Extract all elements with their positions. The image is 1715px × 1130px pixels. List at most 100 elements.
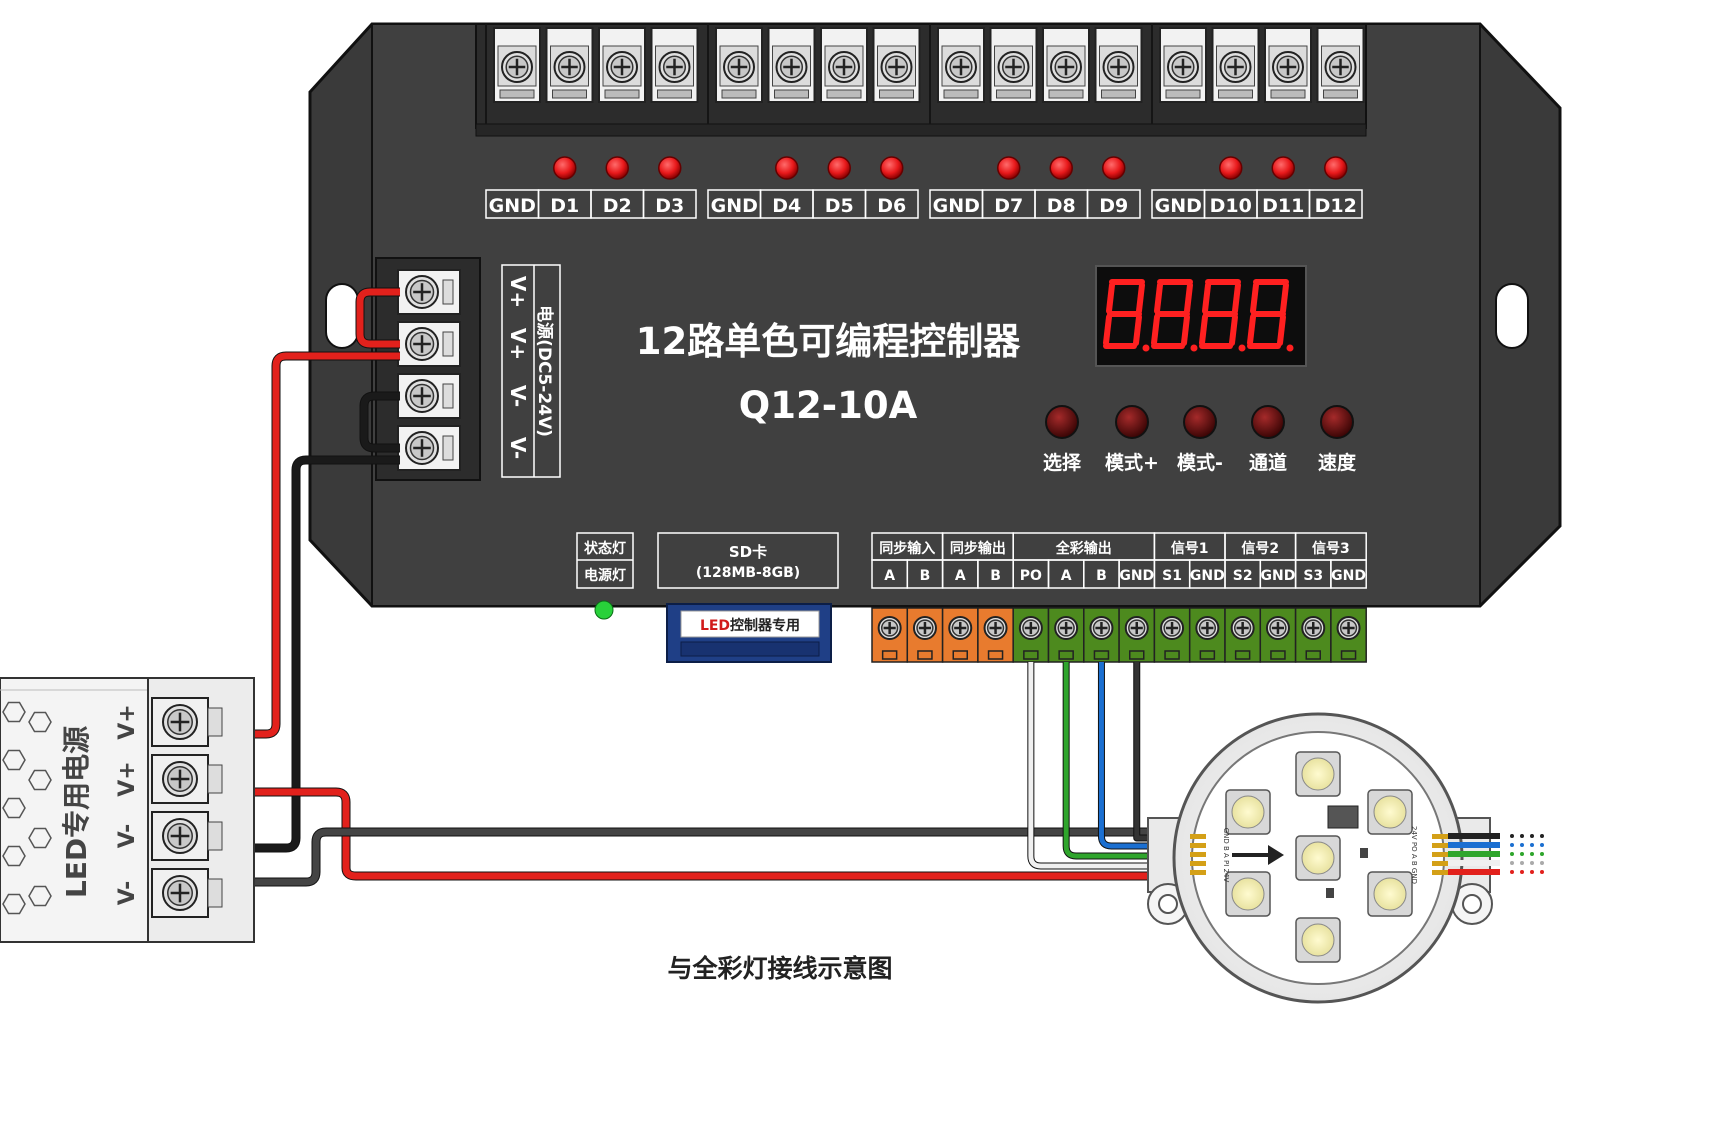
sd-card-text: 控制器专用 — [730, 617, 800, 634]
lamp-led — [1225, 871, 1271, 917]
signal-group-label: 同步输入 — [879, 540, 935, 557]
control-button: 速度 — [1318, 405, 1357, 474]
signal-pin-label: GND — [1190, 568, 1225, 584]
output-label: D1 — [550, 195, 579, 217]
signal-pin-label: GND — [1261, 568, 1296, 584]
lamp-led — [1295, 751, 1341, 797]
lamp-led — [1295, 835, 1341, 881]
lamp-led — [1367, 789, 1413, 835]
output-label: D3 — [655, 195, 684, 217]
screw-icon — [723, 51, 755, 83]
output-label: D11 — [1262, 195, 1304, 217]
lamp-pin — [1432, 834, 1448, 839]
screw-icon — [162, 704, 198, 740]
screw-icon — [1167, 51, 1199, 83]
output-led — [553, 156, 577, 180]
output-label: D5 — [825, 195, 854, 217]
output-led — [605, 156, 629, 180]
screw-icon — [1089, 616, 1114, 640]
screw-icon — [1324, 51, 1357, 83]
screw-icon — [162, 818, 198, 854]
sd-card-led-text: LED — [700, 618, 730, 634]
screw-icon — [880, 51, 913, 83]
vent-hole — [2, 749, 26, 771]
screw-icon — [162, 761, 198, 797]
indicator-label-box: 状态灯 电源灯 — [576, 532, 634, 589]
output-led — [827, 156, 851, 180]
screw-icon — [501, 51, 533, 83]
lamp-pin — [1432, 870, 1448, 875]
output-indicator-leds — [553, 156, 1348, 180]
controller-title: 12路单色可编程控制器 — [636, 320, 1021, 363]
lamp-pin — [1190, 870, 1206, 875]
lamp-pin — [1190, 852, 1206, 857]
output-label: D2 — [603, 195, 632, 217]
screw-icon — [1124, 616, 1149, 640]
screw-icon — [405, 327, 439, 361]
diagram-caption: 与全彩灯接线示意图 — [667, 954, 892, 983]
signal-pin-label: B — [990, 568, 1001, 584]
output-label: D4 — [772, 195, 801, 217]
lamp-left-pins: GND B A PI 24V — [1222, 828, 1230, 883]
output-label: D7 — [994, 195, 1023, 217]
output-label: GND — [489, 195, 536, 217]
output-led — [997, 156, 1021, 180]
control-button-label: 通道 — [1249, 451, 1287, 474]
svg-text:LED控制器专用: LED控制器专用 — [700, 617, 800, 634]
power-label-panel: V+V+V-V- 电源(DC5-24V) — [501, 264, 561, 478]
segment-display — [1095, 265, 1307, 367]
screw-icon — [1054, 616, 1079, 640]
black-jumper-wire — [360, 392, 400, 452]
power-terminal-label: V+ — [506, 276, 530, 308]
black-lamp-wire — [208, 828, 1150, 886]
output-led — [1102, 156, 1126, 180]
display-digit — [1103, 279, 1150, 352]
sd-slot-range: (128MB-8GB) — [696, 565, 800, 581]
output-led — [880, 156, 904, 180]
signal-pin-label: PO — [1020, 568, 1042, 584]
lamp-led — [1225, 789, 1271, 835]
psu-terminal-label: V- — [115, 881, 140, 906]
power-terminal-block — [397, 269, 461, 471]
screw-icon — [1265, 616, 1290, 640]
red-power-wire — [208, 352, 400, 738]
control-button: 模式+ — [1105, 405, 1159, 474]
gnd-data-wire — [1134, 662, 1150, 841]
signal-pin-label: B — [1096, 568, 1107, 584]
rgb-lamp: GND B A PI 24V 24V PO A B GND — [1147, 712, 1544, 1004]
output-led — [1049, 156, 1073, 180]
psu-terminal-label: V+ — [115, 761, 140, 796]
screw-icon — [877, 616, 902, 640]
signal-pin-label: A — [1061, 568, 1072, 584]
led-power-supply: LED专用电源 V+V+V-V- — [0, 677, 255, 943]
signal-group-label: 同步输出 — [950, 540, 1006, 557]
signal-group-label: 全彩输出 — [1055, 540, 1112, 557]
output-label: GND — [933, 195, 980, 217]
power-supply-label: LED专用电源 — [60, 726, 93, 898]
lamp-led — [1367, 871, 1413, 917]
signal-pin-label: GND — [1119, 568, 1154, 584]
screw-icon — [912, 616, 937, 640]
display-digit — [1151, 279, 1198, 352]
screw-icon — [983, 616, 1008, 640]
output-label: D12 — [1315, 195, 1357, 217]
power-light-label: 电源灯 — [584, 567, 626, 584]
screw-icon — [1272, 51, 1304, 83]
blue-data-wire — [1098, 662, 1150, 849]
power-terminal-label: V- — [506, 385, 530, 407]
lamp-pin — [1432, 861, 1448, 866]
vent-hole — [2, 845, 26, 867]
control-button: 选择 — [1043, 405, 1082, 474]
vent-hole — [28, 711, 52, 733]
vent-hole — [28, 885, 52, 907]
output-label: D9 — [1099, 195, 1128, 217]
black-power-wire — [208, 456, 400, 852]
screw-icon — [1050, 51, 1082, 83]
output-label: D8 — [1047, 195, 1076, 217]
lamp-pin — [1190, 861, 1206, 866]
screw-icon — [948, 616, 973, 640]
power-caption: 电源(DC5-24V) — [534, 305, 555, 437]
control-button-label: 选择 — [1043, 452, 1082, 474]
